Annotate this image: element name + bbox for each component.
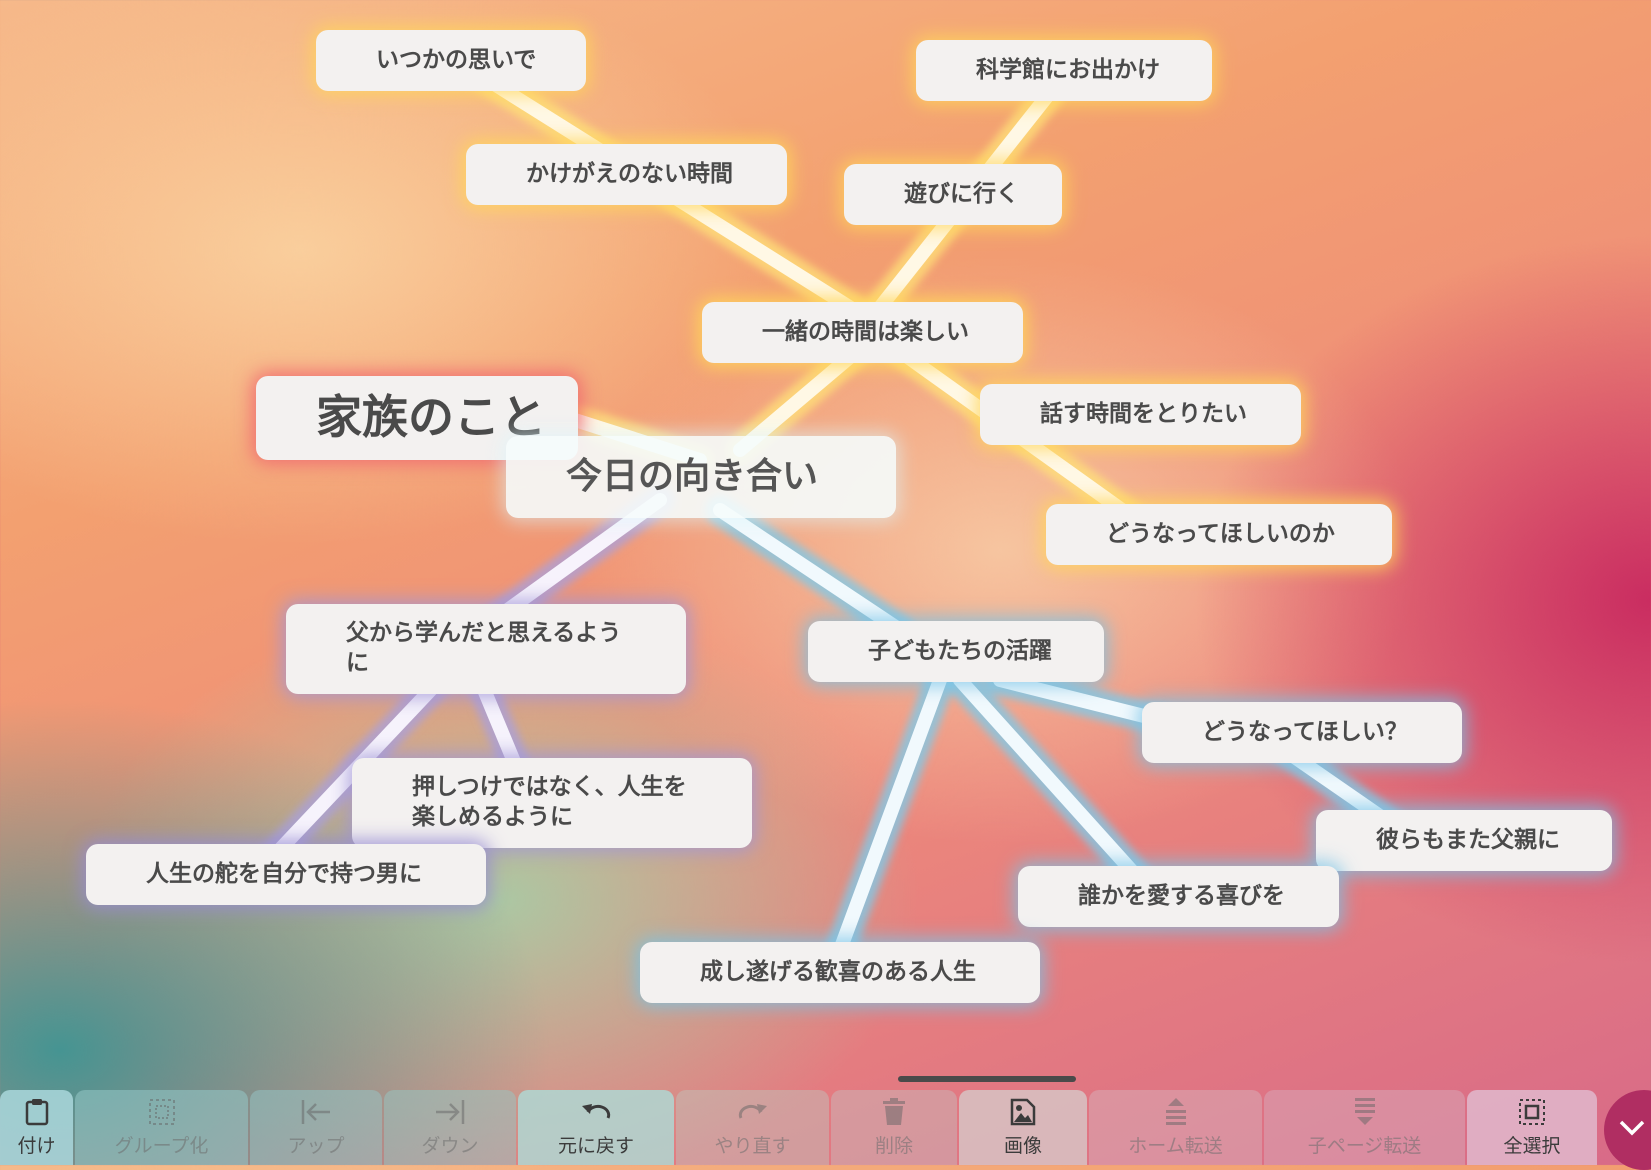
node-chichi[interactable]: 父から学んだと思えるよう に <box>286 604 686 694</box>
node-label: 遊びに行く <box>904 180 1019 207</box>
node-aisuru[interactable]: 誰かを愛する喜びを <box>1018 866 1339 927</box>
image-button[interactable]: 画像 <box>959 1090 1087 1165</box>
node-label: 人生の舵を自分で持つ男に <box>146 860 422 887</box>
delete-button[interactable]: 削除 <box>831 1090 957 1165</box>
node-label: 成し遂げる歓喜のある人生 <box>700 958 976 985</box>
home-transfer-label: ホーム転送 <box>1128 1135 1223 1157</box>
undo-label: 元に戻す <box>557 1135 634 1157</box>
node-itsuka[interactable]: いつかの思いで <box>316 30 586 91</box>
node-asobi[interactable]: 遊びに行く <box>844 164 1062 225</box>
redo-label: やり直す <box>714 1135 791 1157</box>
node-label: かけがえのない時間 <box>526 160 733 187</box>
node-kakegae[interactable]: かけがえのない時間 <box>466 144 787 205</box>
image-label: 画像 <box>1003 1135 1042 1157</box>
move-up-icon <box>300 1097 332 1127</box>
undo-icon <box>580 1097 612 1127</box>
up-button[interactable]: アップ <box>250 1090 382 1165</box>
node-label: どうなってほしい？ <box>1202 718 1408 745</box>
select-all-button[interactable]: 全選択 <box>1467 1090 1597 1165</box>
image-icon <box>1010 1097 1036 1127</box>
node-kyou-center[interactable]: 今日の向き合い <box>506 436 896 518</box>
down-label: ダウン <box>421 1135 479 1157</box>
node-karera[interactable]: 彼らもまた父親に <box>1316 810 1612 871</box>
node-label: 今日の向き合い <box>566 455 819 497</box>
redo-button[interactable]: やり直す <box>676 1090 829 1165</box>
home-transfer-icon <box>1164 1097 1188 1127</box>
node-kagakukan[interactable]: 科学館にお出かけ <box>916 40 1212 101</box>
node-dounatte[interactable]: どうなってほしい？ <box>1142 702 1462 763</box>
select-all-icon <box>1518 1097 1546 1127</box>
node-label: いつかの思いで <box>376 46 537 73</box>
down-button[interactable]: ダウン <box>384 1090 516 1165</box>
home-transfer-button[interactable]: ホーム転送 <box>1089 1090 1262 1165</box>
paste-label: 付け <box>17 1135 56 1157</box>
delete-label: 削除 <box>874 1135 913 1157</box>
group-icon <box>148 1097 176 1127</box>
undo-button[interactable]: 元に戻す <box>518 1090 674 1165</box>
node-label: 父から学んだと思えるよう に <box>346 620 622 676</box>
node-label: 一緒の時間は楽しい <box>762 318 969 345</box>
group-label: グループ化 <box>114 1135 209 1157</box>
select-all-label: 全選択 <box>1503 1135 1561 1157</box>
node-hanasu[interactable]: 話す時間をとりたい <box>980 384 1301 445</box>
trash-icon <box>882 1097 906 1127</box>
paste-button[interactable]: 付け <box>0 1090 73 1165</box>
child-transfer-button[interactable]: 子ページ転送 <box>1264 1090 1465 1165</box>
redo-icon <box>737 1097 769 1127</box>
move-down-icon <box>434 1097 466 1127</box>
node-label: 押しつけではなく、人生を 楽しめるように <box>412 774 687 830</box>
node-label: 話す時間をとりたい <box>1040 400 1247 427</box>
chevron-down-icon <box>1618 1119 1646 1141</box>
node-label: 科学館にお出かけ <box>976 56 1160 83</box>
home-indicator[interactable] <box>898 1076 1076 1082</box>
node-issho[interactable]: 一緒の時間は楽しい <box>702 302 1023 363</box>
node-label: 子どもたちの活躍 <box>868 637 1052 664</box>
node-kodomo[interactable]: 子どもたちの活躍 <box>808 621 1104 682</box>
child-transfer-icon <box>1353 1097 1377 1127</box>
node-dounatte-no-ka[interactable]: どうなってほしいのか <box>1046 504 1392 565</box>
child-transfer-label: 子ページ転送 <box>1307 1135 1422 1157</box>
node-label: 家族のこと <box>316 390 546 445</box>
bottom-toolbar: 付け グループ化 アップ ダウン 元に戻す やり直す 削除 画像 ホーム転送 子… <box>0 1090 1651 1165</box>
node-label: 誰かを愛する喜びを <box>1078 882 1285 909</box>
node-oshitsuke[interactable]: 押しつけではなく、人生を 楽しめるように <box>352 758 752 848</box>
group-button[interactable]: グループ化 <box>75 1090 248 1165</box>
clipboard-icon <box>24 1097 50 1127</box>
node-jinsei-kaji[interactable]: 人生の舵を自分で持つ男に <box>86 844 486 905</box>
up-label: アップ <box>287 1135 345 1157</box>
node-label: どうなってほしいのか <box>1106 520 1335 547</box>
node-label: 彼らもまた父親に <box>1376 826 1560 853</box>
node-nashitogeru[interactable]: 成し遂げる歓喜のある人生 <box>640 942 1040 1003</box>
